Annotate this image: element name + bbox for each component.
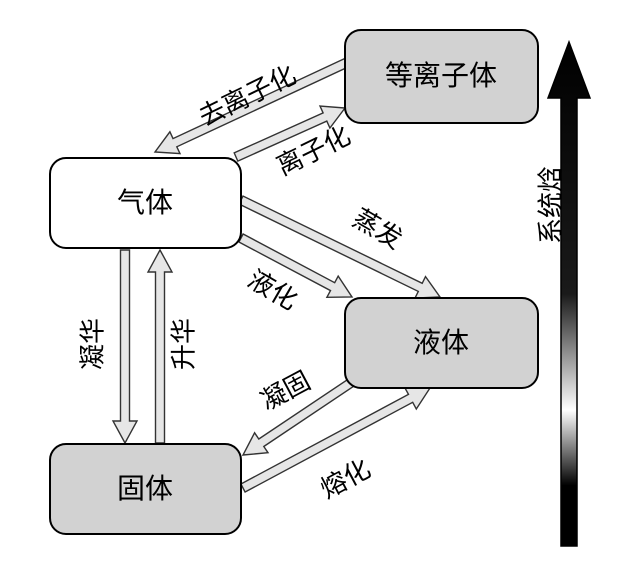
- node-liquid: 液体: [344, 297, 539, 389]
- node-gas: 气体: [49, 157, 242, 249]
- node-gas-label: 气体: [117, 186, 173, 219]
- node-plasma: 等离子体: [344, 29, 539, 124]
- arrow-ionization: [233, 105, 347, 163]
- axis-label: 系统焓: [537, 166, 567, 244]
- label-sublimation: 升华: [170, 318, 200, 370]
- transition-arrows: [111, 56, 442, 493]
- label-deposition: 凝华: [79, 318, 109, 370]
- enthalpy-arrow-icon: [546, 39, 592, 547]
- label-evaporation: 蒸发: [347, 204, 407, 256]
- label-melting: 熔化: [316, 454, 376, 505]
- node-solid: 固体: [49, 443, 242, 535]
- enthalpy-axis: 系统焓: [537, 39, 592, 547]
- arrow-evaporation: [238, 195, 442, 299]
- arrow-deposition: [111, 249, 139, 445]
- node-plasma-label: 等离子体: [385, 59, 497, 92]
- node-solid-label: 固体: [117, 472, 173, 505]
- arrow-liquefaction: [237, 233, 354, 299]
- arrow-solidification: [241, 377, 356, 456]
- label-liquefaction: 液化: [242, 265, 302, 317]
- arrow-deionization: [153, 56, 351, 155]
- arrow-sublimation: [146, 248, 174, 444]
- node-liquid-label: 液体: [413, 326, 469, 359]
